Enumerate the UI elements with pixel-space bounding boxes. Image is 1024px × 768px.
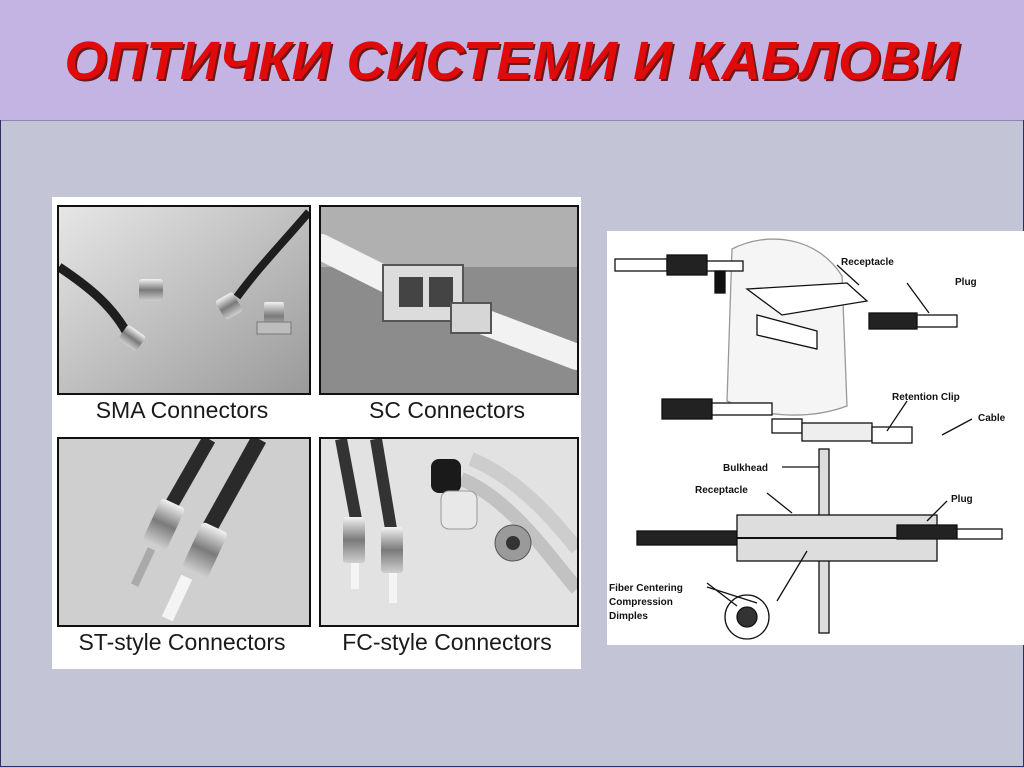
fiber-centering-label-line2: Compression — [609, 597, 673, 608]
sc-connectors-photo — [319, 205, 579, 395]
fc-style-connectors-photo — [319, 437, 579, 627]
receptacle-top-label: Receptacle — [841, 257, 894, 268]
sc-connectors-label: SC Connectors — [369, 397, 525, 423]
retention-clip-label: Retention Clip — [892, 392, 960, 403]
fc-style-connectors-label: FC-style Connectors — [342, 629, 552, 655]
bulkhead-label: Bulkhead — [723, 463, 768, 474]
cable-label: Cable — [978, 413, 1006, 424]
slide-title: ОПТИЧКИ СИСТЕМИ И КАБЛОВИ — [64, 31, 960, 91]
receptacle-bottom-label: Receptacle — [695, 485, 748, 496]
sma-connectors-label: SMA Connectors — [95, 397, 269, 423]
connector-assembly-diagram: Receptacle Plug Retention Clip Cable Bul… — [607, 231, 1024, 645]
fiber-centering-label-line1: Fiber Centering — [609, 583, 683, 594]
sma-connectors-photo — [57, 205, 311, 395]
plug-top-label: Plug — [955, 277, 977, 288]
fiber-centering-label-line3: Dimples — [609, 611, 648, 622]
st-style-connectors-photo — [57, 437, 311, 627]
plug-bottom-label: Plug — [951, 494, 973, 505]
slide-header: ОПТИЧКИ СИСТЕМИ И КАБЛОВИ — [0, 0, 1024, 121]
connector-photo-panel: SMA Connectors SC Connectors ST-style Co… — [52, 197, 581, 669]
st-style-connectors-label: ST-style Connectors — [78, 629, 286, 655]
